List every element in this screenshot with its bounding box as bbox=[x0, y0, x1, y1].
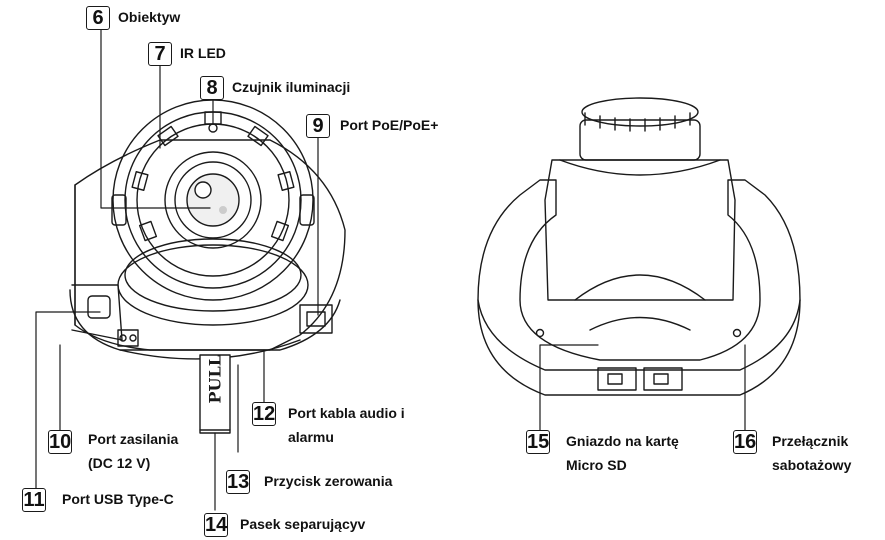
callout-6-number: 6 bbox=[86, 6, 110, 30]
lens bbox=[164, 151, 262, 249]
callout-10-label-line1: Port zasilania bbox=[88, 431, 179, 447]
callout-16-number: 16 bbox=[733, 430, 757, 454]
callout-13-number: 13 bbox=[226, 470, 250, 494]
pull-tab bbox=[199, 354, 231, 434]
illumination-sensor bbox=[208, 123, 218, 133]
callout-12-label-line1: Port kabla audio i bbox=[288, 405, 405, 421]
camera-back-view bbox=[477, 97, 801, 396]
callout-13-label: Przycisk zerowania bbox=[264, 473, 393, 489]
callout-15-label-line1: Gniazdo na kartę bbox=[566, 433, 679, 449]
callout-10-number: 10 bbox=[48, 430, 72, 454]
callout-11-number: 11 bbox=[22, 488, 46, 512]
callout-14-number: 14 bbox=[204, 513, 228, 537]
leader-lines bbox=[35, 27, 746, 511]
callout-11-label: Port USB Type-C bbox=[62, 491, 174, 507]
callout-8-label: Czujnik iluminacji bbox=[232, 79, 351, 95]
callout-9-label: Port PoE/PoE+ bbox=[340, 117, 439, 133]
callout-16-label-line2: sabotażowy bbox=[772, 457, 852, 473]
callout-10-label-line2: (DC 12 V) bbox=[88, 455, 151, 471]
callout-15-label-line2: Micro SD bbox=[566, 457, 627, 473]
callout-14-label: Pasek separującyv bbox=[240, 516, 366, 532]
callout-7-label: IR LED bbox=[180, 45, 226, 61]
callout-16-label-line1: Przełącznik bbox=[772, 433, 849, 449]
callout-12-label-line2: alarmu bbox=[288, 429, 334, 445]
callout-7-number: 7 bbox=[148, 42, 172, 66]
pull-tab-text: PULL bbox=[205, 355, 225, 404]
micro-sd-slots bbox=[597, 367, 683, 391]
callout-9-number: 9 bbox=[306, 114, 330, 138]
camera-front-view bbox=[69, 99, 346, 434]
callout-15-number: 15 bbox=[526, 430, 550, 454]
callout-6-label: Obiektyw bbox=[118, 9, 181, 25]
callout-8-number: 8 bbox=[200, 76, 224, 100]
callout-12-number: 12 bbox=[252, 402, 276, 426]
